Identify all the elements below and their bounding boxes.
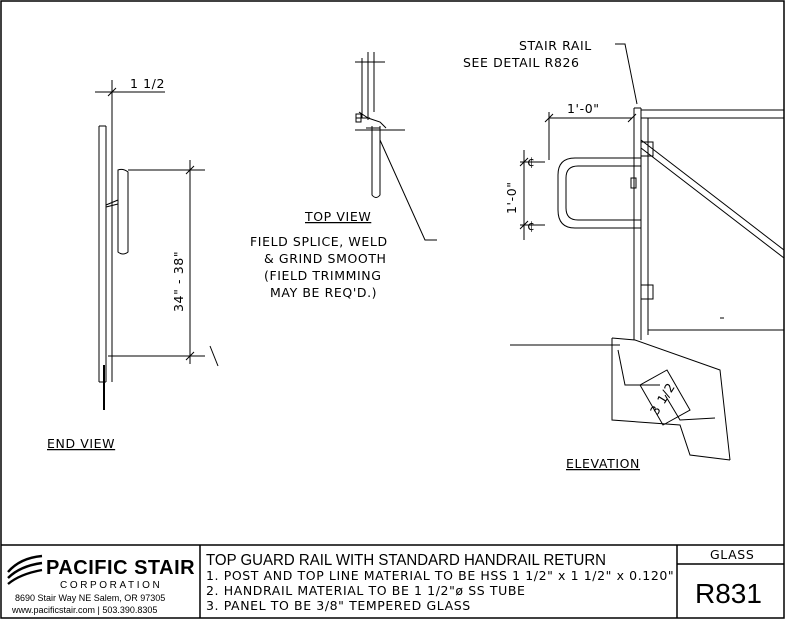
drawing-title: TOP GUARD RAIL WITH STANDARD HANDRAIL RE… (206, 552, 606, 569)
top-view-drawing (355, 52, 437, 241)
company-sub: CORPORATION (60, 580, 162, 591)
dim-top-label: 1 1/2 (130, 76, 165, 91)
company-address: 8690 Stair Way NE Salem, OR 97305 (15, 593, 165, 603)
category-label: GLASS (710, 547, 754, 562)
splice-note-line4: MAY BE REQ'D.) (270, 285, 377, 300)
company-logo-icon (7, 554, 43, 585)
drawing-number: R831 (695, 578, 762, 609)
elevation-drawing (510, 43, 785, 461)
splice-note-line2: & GRIND SMOOTH (264, 251, 387, 266)
end-view-title: END VIEW (47, 436, 115, 451)
end-view-drawing (95, 80, 219, 410)
dim-step-label: 3 1/2 (647, 380, 678, 418)
dim-width-label: 1'-0" (567, 101, 600, 116)
stair-rail-label: STAIR RAIL (519, 38, 592, 53)
title-block-frame (1, 544, 784, 618)
dim-vert-label: 1'-0" (504, 181, 519, 214)
elevation-title: ELEVATION (566, 456, 640, 471)
centerline-top-mark: ¢ (527, 154, 536, 169)
company-contact: www.pacificstair.com | 503.390.8305 (11, 605, 157, 615)
splice-note-line1: FIELD SPLICE, WELD (250, 234, 388, 249)
top-view-title: TOP VIEW (304, 209, 371, 224)
centerline-bottom-mark: ¢ (527, 218, 536, 233)
note-1: 1. POST AND TOP LINE MATERIAL TO BE HSS … (206, 568, 674, 583)
note-3: 3. PANEL TO BE 3/8" TEMPERED GLASS (206, 598, 471, 613)
splice-note-line3: (FIELD TRIMMING (264, 268, 382, 283)
company-name: PACIFIC STAIR (46, 557, 195, 579)
note-2: 2. HANDRAIL MATERIAL TO BE 1 1/2"ø SS TU… (206, 583, 526, 598)
dim-height-label: 34" - 38" (171, 251, 186, 312)
stair-rail-detail-label: SEE DETAIL R826 (463, 55, 580, 70)
